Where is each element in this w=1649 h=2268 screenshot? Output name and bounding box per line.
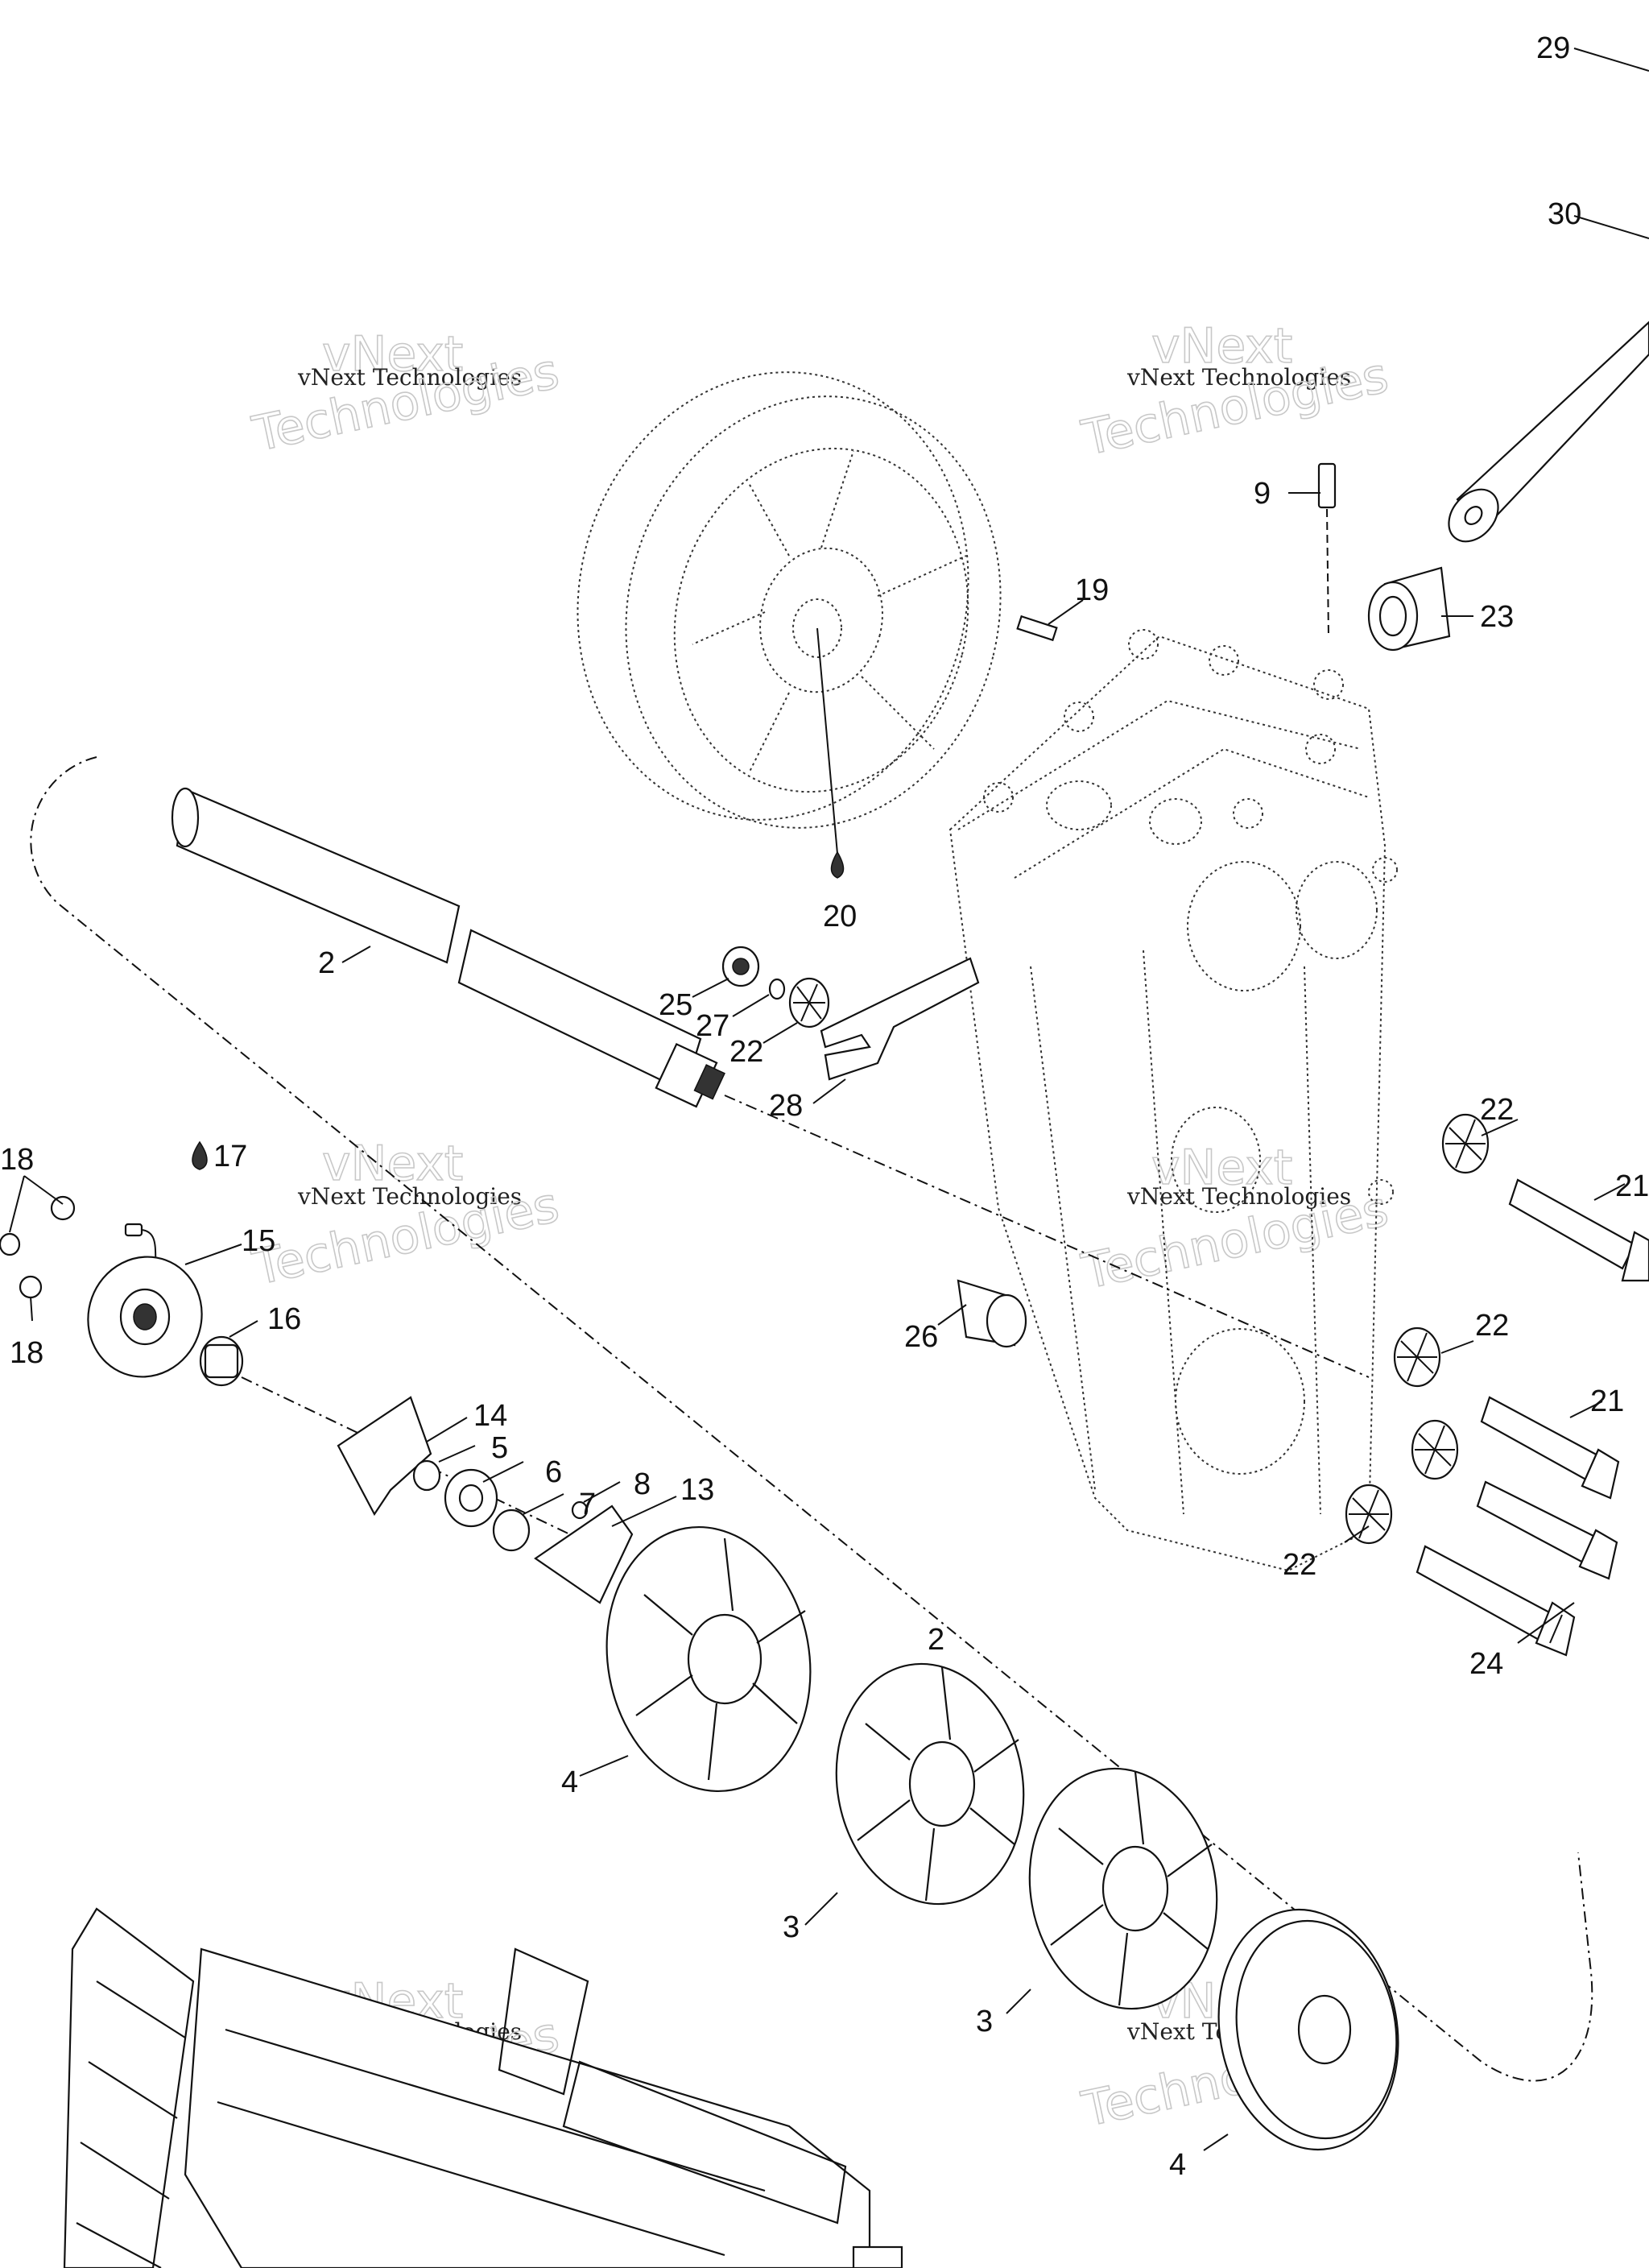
callout-30: 30 bbox=[1548, 197, 1581, 231]
watermark-top-left: vNext vNext Technologies Technologies bbox=[247, 325, 564, 463]
callout-22: 22 bbox=[729, 1035, 763, 1069]
part-27-oring bbox=[768, 978, 786, 1000]
oil-drop-icon bbox=[830, 850, 845, 879]
track-outline bbox=[30, 756, 1593, 2082]
callout-13: 13 bbox=[680, 1473, 714, 1507]
callout-22: 22 bbox=[1475, 1309, 1509, 1343]
callout-6: 6 bbox=[545, 1455, 562, 1489]
part-3-sprocket-a bbox=[835, 1662, 1025, 1906]
watermark-top-right: vNext vNext Technologies Technologies bbox=[1077, 317, 1394, 467]
callout-4: 4 bbox=[1169, 2148, 1186, 2182]
callout-21: 21 bbox=[1615, 1169, 1649, 1203]
part-22-bearing-a bbox=[788, 977, 830, 1028]
callout-23: 23 bbox=[1480, 600, 1514, 634]
watermark-vnext: vNext bbox=[1151, 318, 1292, 375]
oil-drop-icon bbox=[192, 1140, 208, 1170]
part-9-pin bbox=[1317, 462, 1337, 637]
part-21-bolt-c bbox=[1476, 1480, 1618, 1580]
callout-2: 2 bbox=[928, 1623, 944, 1657]
watermark-vnext: vNext bbox=[1151, 1140, 1292, 1196]
part-18-nut-b bbox=[0, 1232, 43, 1299]
part-4-sprocket-right bbox=[1217, 1908, 1399, 2151]
callout-22: 22 bbox=[1283, 1548, 1316, 1582]
part-26-spacer bbox=[957, 1279, 1027, 1348]
callout-18: 18 bbox=[0, 1143, 34, 1177]
callout-7: 7 bbox=[579, 1488, 596, 1521]
callout-9: 9 bbox=[1254, 477, 1271, 511]
part-21-bolt-b bbox=[1480, 1396, 1620, 1500]
callout-labels: 29 30 9 19 23 20 2 25 27 22 28 22 21 17 … bbox=[0, 31, 1649, 2182]
part-14-plate bbox=[337, 1396, 432, 1517]
part-2-shaft bbox=[171, 787, 1370, 1378]
watermark-text: vNext Technologies bbox=[297, 1183, 522, 1210]
callout-5: 5 bbox=[491, 1431, 508, 1465]
part-18-nut-a bbox=[50, 1195, 76, 1221]
callout-19: 19 bbox=[1075, 573, 1109, 607]
watermark-middle-right: vNext vNext Technologies Technologies bbox=[1077, 1139, 1394, 1301]
part-5-ring bbox=[412, 1459, 441, 1492]
callout-3: 3 bbox=[783, 1910, 800, 1944]
watermark-middle-left: vNext vNext Technologies Technologies bbox=[247, 1135, 564, 1297]
part-22-bearing-e bbox=[1345, 1484, 1393, 1545]
callout-26: 26 bbox=[904, 1320, 938, 1354]
callout-18: 18 bbox=[10, 1336, 43, 1370]
part-25-nut bbox=[721, 946, 760, 987]
part-8-oring bbox=[571, 1500, 589, 1520]
callout-16: 16 bbox=[267, 1302, 301, 1336]
callout-27: 27 bbox=[696, 1009, 729, 1043]
part-16-sprocket bbox=[199, 1335, 244, 1387]
part-24-bolt bbox=[1415, 1545, 1576, 1657]
part-13-gasket bbox=[534, 1504, 634, 1604]
phantom-pulley bbox=[577, 371, 1002, 829]
callout-21: 21 bbox=[1590, 1384, 1624, 1418]
callout-15: 15 bbox=[242, 1224, 275, 1258]
watermark-text: vNext Technologies bbox=[297, 364, 522, 391]
part-21-bolt-a bbox=[1508, 1178, 1649, 1282]
watermark-vnext: vNext bbox=[322, 1136, 463, 1192]
callout-14: 14 bbox=[473, 1399, 507, 1433]
callout-17: 17 bbox=[213, 1140, 247, 1173]
part-22-bearing-c bbox=[1393, 1326, 1441, 1388]
callout-4: 4 bbox=[561, 1765, 578, 1799]
leader-lines bbox=[9, 48, 1649, 2151]
part-19-key bbox=[1016, 615, 1058, 642]
part-4-sprocket-left bbox=[605, 1525, 812, 1793]
part-7-washer bbox=[492, 1509, 531, 1552]
part-30-rod bbox=[1448, 321, 1649, 543]
part-22-bearing-b bbox=[1441, 1113, 1490, 1174]
watermark-text: vNext Technologies bbox=[1126, 364, 1351, 391]
callout-24: 24 bbox=[1469, 1647, 1503, 1681]
callout-25: 25 bbox=[659, 988, 692, 1022]
gearbox-housing bbox=[948, 629, 1398, 1572]
track-segment bbox=[63, 1907, 903, 2268]
part-6-bearing bbox=[444, 1468, 498, 1528]
part-23-bushing bbox=[1367, 566, 1451, 652]
part-3-sprocket-b bbox=[1028, 1767, 1218, 2010]
part-28-fork bbox=[820, 957, 980, 1081]
callout-3: 3 bbox=[976, 2005, 993, 2038]
callout-2: 2 bbox=[318, 946, 335, 980]
watermark-vnext: vNext bbox=[322, 326, 463, 383]
callout-20: 20 bbox=[823, 900, 857, 933]
callout-8: 8 bbox=[634, 1467, 651, 1501]
part-22-bearing-d bbox=[1411, 1419, 1459, 1480]
callout-22: 22 bbox=[1480, 1093, 1514, 1127]
part-15-flange bbox=[87, 1256, 203, 1378]
callout-29: 29 bbox=[1536, 31, 1570, 65]
callout-28: 28 bbox=[769, 1089, 803, 1123]
